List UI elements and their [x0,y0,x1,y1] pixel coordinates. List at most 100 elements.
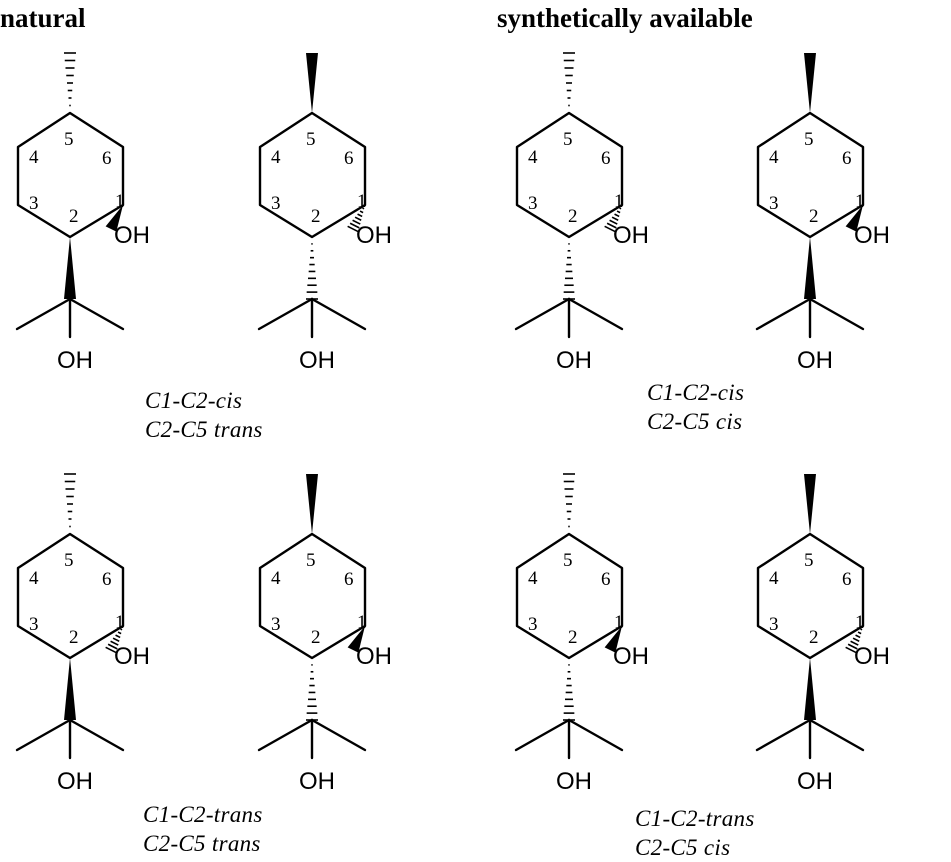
tertiary-hydroxyl-label: OH [299,347,335,374]
atom-number-6: 6 [601,569,611,590]
atom-number-2: 2 [568,627,578,648]
atom-number-3: 3 [271,193,281,214]
caption-top-natural-line1: C1-C2-cis [145,388,242,413]
atom-number-3: 3 [29,614,39,635]
c2-substituent-wedge-bond [64,237,76,299]
caption-bottom-synthetic-line2: C2-C5 cis [635,835,730,860]
atom-number-4: 4 [528,568,538,589]
atom-number-5: 5 [804,550,814,571]
c5-methyl-wedge-bond [306,53,318,113]
header-synthetic: synthetically available [497,3,753,33]
c1-hydroxyl-label: OH [356,643,392,670]
atom-number-6: 6 [344,148,354,169]
c5-methyl-hashed-bond [563,52,575,107]
c1-hydroxyl-label: OH [114,643,150,670]
atom-number-6: 6 [102,148,112,169]
c1-hydroxyl-label: OH [613,222,649,249]
caption-top-synthetic-line2: C2-C5 cis [647,409,742,434]
atom-number-2: 2 [809,206,819,227]
methyl-bond-right [808,297,865,331]
methyl-bond-right [567,297,624,331]
c1-oh-hashed-bond [845,628,863,654]
cyclohexane-ring [258,532,367,660]
atom-number-6: 6 [842,569,852,590]
atom-number-1: 1 [855,612,865,633]
atom-number-5: 5 [64,550,74,571]
atom-number-4: 4 [528,147,538,168]
atom-number-3: 3 [528,614,538,635]
methyl-bond-right [567,718,624,752]
atom-number-1: 1 [357,191,367,212]
caption-bottom-natural-line1: C1-C2-trans [143,802,263,827]
atom-number-2: 2 [311,627,321,648]
c2-substituent-hashed-bond [563,243,575,300]
molecule-top-synthetic-a: OH OH 1 2 3 4 5 6 [514,52,649,374]
c1-oh-wedge-bond [604,626,622,653]
atom-number-4: 4 [29,568,39,589]
caption-bottom-synthetic-line1: C1-C2-trans [635,806,755,831]
c1-hydroxyl-label: OH [854,222,890,249]
atom-number-2: 2 [69,206,79,227]
methyl-bond-right [68,718,125,752]
atom-number-3: 3 [271,614,281,635]
c1-oh-hashed-bond [347,207,365,233]
atom-number-2: 2 [69,627,79,648]
tertiary-hydroxyl-label: OH [57,347,93,374]
c5-methyl-wedge-bond [804,474,816,534]
atom-number-2: 2 [809,627,819,648]
c2-substituent-wedge-bond [64,658,76,720]
atom-number-5: 5 [563,550,573,571]
molecule-top-synthetic-b: OH OH 1 2 3 4 5 6 [755,53,890,374]
caption-bottom-natural-line2: C2-C5 trans [143,831,261,856]
c1-hydroxyl-label: OH [613,643,649,670]
atom-number-6: 6 [601,148,611,169]
c1-hydroxyl-label: OH [114,222,150,249]
atom-number-4: 4 [769,568,779,589]
atom-number-2: 2 [568,206,578,227]
c1-hydroxyl-label: OH [356,222,392,249]
atom-number-1: 1 [614,191,624,212]
methyl-bond-left [257,297,314,331]
atom-number-5: 5 [563,129,573,150]
atom-number-6: 6 [842,148,852,169]
tertiary-hydroxyl-label: OH [797,768,833,795]
atom-number-1: 1 [614,612,624,633]
cyclohexane-ring [515,532,624,660]
methyl-bond-left [15,718,72,752]
atom-number-1: 1 [855,191,865,212]
atom-number-5: 5 [804,129,814,150]
atom-number-4: 4 [769,147,779,168]
atom-number-1: 1 [115,612,125,633]
caption-top-synthetic-line1: C1-C2-cis [647,380,744,405]
c5-methyl-wedge-bond [306,474,318,534]
atom-number-5: 5 [306,129,316,150]
atom-number-1: 1 [357,612,367,633]
tertiary-hydroxyl-label: OH [797,347,833,374]
c2-substituent-wedge-bond [804,237,816,299]
tertiary-hydroxyl-label: OH [556,768,592,795]
tertiary-hydroxyl-label: OH [556,347,592,374]
c2-substituent-hashed-bond [306,243,318,300]
c1-oh-wedge-bond [845,205,863,232]
c1-oh-hashed-bond [604,207,622,233]
c1-oh-wedge-bond [347,626,365,653]
atom-number-4: 4 [271,147,281,168]
methyl-bond-left [755,297,812,331]
atom-number-5: 5 [306,550,316,571]
c1-oh-wedge-bond [105,205,123,232]
tertiary-hydroxyl-label: OH [299,768,335,795]
methyl-bond-left [514,718,571,752]
molecule-grid: OHOH123456OHOH123456OHOH123456OHOH123456… [15,52,890,795]
molecule-bottom-synthetic-a: OH OH 1 2 3 4 5 6 [514,473,649,795]
atom-number-1: 1 [115,191,125,212]
atom-number-3: 3 [769,193,779,214]
atom-number-3: 3 [528,193,538,214]
methyl-bond-left [514,297,571,331]
c2-substituent-hashed-bond [563,664,575,721]
c1-oh-hashed-bond [105,628,123,654]
